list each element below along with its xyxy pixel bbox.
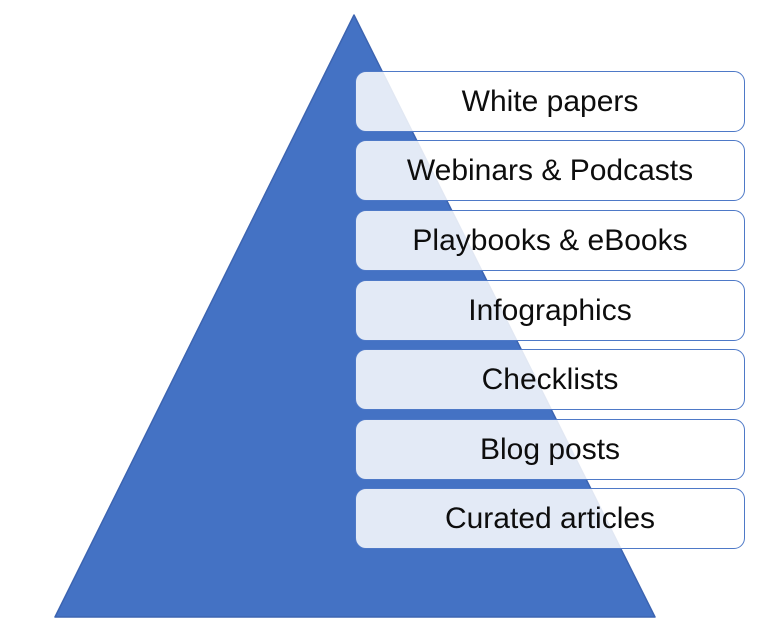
pyramid-level-label: Infographics bbox=[468, 293, 632, 327]
pyramid-level-label: Playbooks & eBooks bbox=[412, 223, 688, 257]
pyramid-level-label: Checklists bbox=[481, 362, 619, 396]
pyramid-level-infographics: Infographics bbox=[355, 280, 745, 341]
pyramid-level-label: White papers bbox=[461, 84, 639, 118]
pyramid-level-white-papers: White papers bbox=[355, 71, 745, 132]
pyramid-level-webinars-podcasts: Webinars & Podcasts bbox=[355, 140, 745, 201]
pyramid-level-curated-articles: Curated articles bbox=[355, 488, 745, 549]
pyramid-level-label: Blog posts bbox=[479, 432, 621, 466]
pyramid-level-label: Webinars & Podcasts bbox=[406, 153, 694, 187]
pyramid-level-checklists: Checklists bbox=[355, 349, 745, 410]
pyramid-level-label: Curated articles bbox=[444, 501, 656, 535]
pyramid-level-playbooks-ebooks: Playbooks & eBooks bbox=[355, 210, 745, 271]
pyramid-level-blog-posts: Blog posts bbox=[355, 419, 745, 480]
